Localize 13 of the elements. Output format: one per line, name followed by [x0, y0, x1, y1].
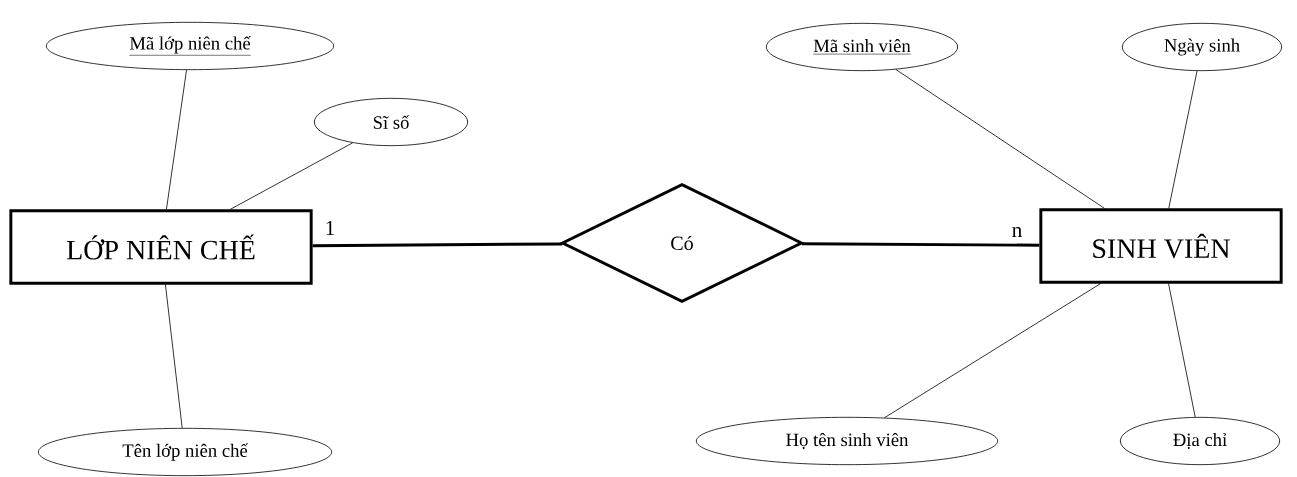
- cardinality-label: 1: [326, 220, 335, 236]
- entity-box: SINH VIÊN: [1039, 208, 1283, 284]
- connector-line: [1168, 70, 1198, 209]
- entity-box: LỚP NIÊN CHẾ: [9, 209, 313, 285]
- connector-line: [801, 242, 1040, 247]
- connector-line: [166, 69, 187, 210]
- connector-line: [229, 142, 353, 210]
- connector-line: [884, 283, 1101, 419]
- cardinality-label: n: [1012, 226, 1022, 237]
- connector-line: [165, 284, 183, 429]
- connector-line: [1168, 283, 1196, 418]
- connector-line: [895, 69, 1105, 209]
- connector-line: [312, 242, 563, 248]
